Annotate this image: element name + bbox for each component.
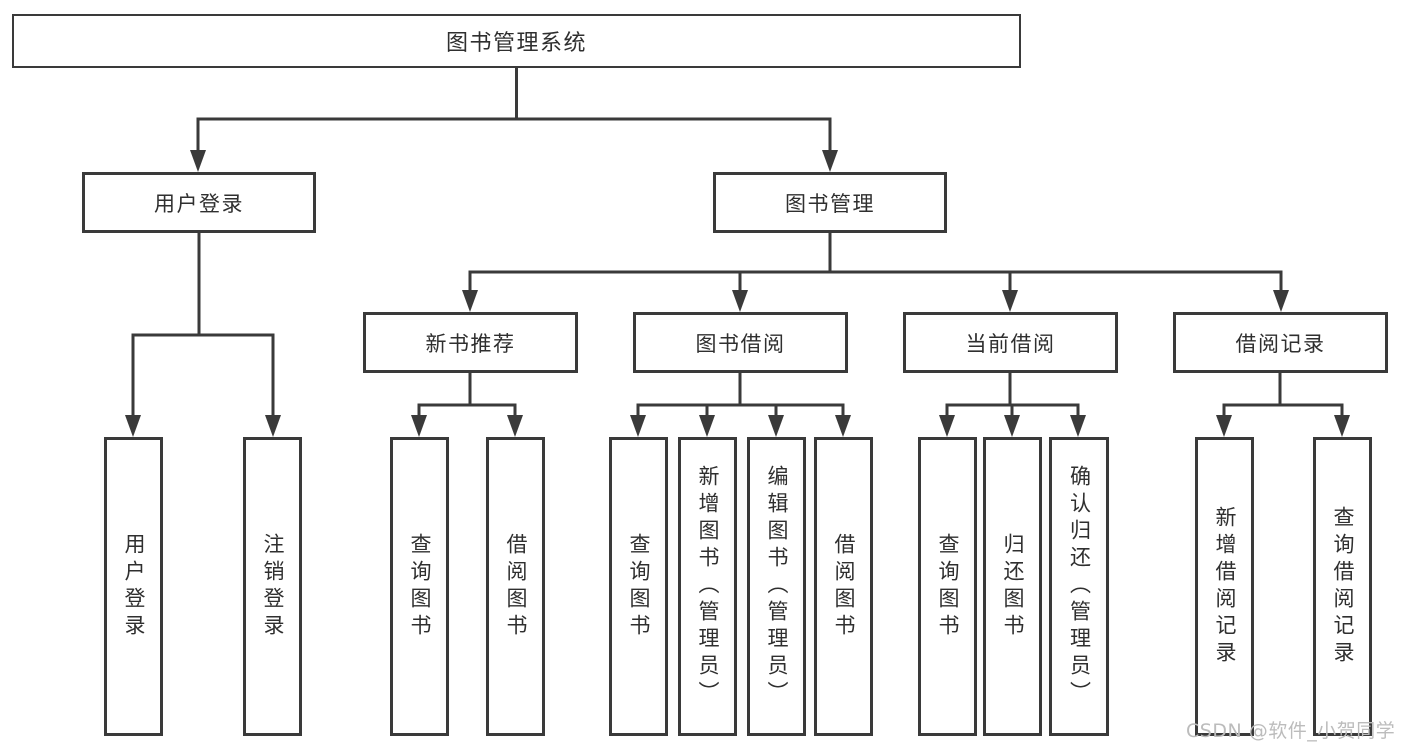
node-label: 确认归还（管理员）: [1067, 465, 1092, 708]
node-borrow-books-borrowing: 借阅图书: [814, 437, 873, 736]
connector-user-login-branch: [131, 231, 275, 417]
node-query-books-current: 查询图书: [918, 437, 977, 736]
node-label: 查询借阅记录: [1331, 505, 1355, 668]
node-user-login: 用户登录: [82, 172, 316, 233]
node-label: 归还图书: [1001, 532, 1025, 641]
node-query-books-borrowing: 查询图书: [609, 437, 668, 736]
arrowhead: [1002, 290, 1018, 312]
arrowhead: [411, 415, 427, 437]
arrowhead: [732, 290, 748, 312]
node-query-books-recommend: 查询图书: [390, 437, 449, 736]
arrowhead: [1334, 415, 1350, 437]
node-user-login-leaf: 用户登录: [104, 437, 163, 736]
arrowhead: [939, 415, 955, 437]
connector-borrowing-record-branch: [1222, 371, 1344, 418]
node-return-books: 归还图书: [983, 437, 1042, 736]
arrowhead: [630, 415, 646, 437]
arrowhead: [1004, 415, 1020, 437]
connector-root-to-level2: [196, 66, 832, 153]
node-label: 借阅图书: [504, 532, 528, 641]
arrowhead: [1273, 290, 1289, 312]
connector-new-book-branch: [417, 371, 517, 418]
node-edit-books-admin: 编辑图书（管理员）: [747, 437, 806, 736]
node-library-management-system: 图书管理系统: [12, 14, 1021, 68]
node-add-borrowing-record: 新增借阅记录: [1195, 437, 1254, 736]
node-current-borrowing: 当前借阅: [903, 312, 1118, 373]
arrowhead: [462, 290, 478, 312]
node-label: 查询图书: [408, 532, 432, 641]
arrowhead: [190, 150, 206, 172]
node-logout-leaf: 注销登录: [243, 437, 302, 736]
arrowhead: [699, 415, 715, 437]
node-confirm-return-admin: 确认归还（管理员）: [1049, 437, 1109, 736]
node-label: 查询图书: [627, 532, 651, 641]
arrowhead: [1070, 415, 1086, 437]
arrowhead: [835, 415, 851, 437]
arrowhead: [125, 415, 141, 437]
node-query-borrowing-record: 查询借阅记录: [1313, 437, 1372, 736]
arrowhead: [768, 415, 784, 437]
node-label: 查询图书: [936, 532, 960, 641]
connector-book-borrowing-branch: [636, 371, 845, 418]
arrowhead: [507, 415, 523, 437]
node-label: 新增图书（管理员）: [696, 465, 720, 708]
node-add-books-admin: 新增图书（管理员）: [678, 437, 737, 736]
arrowhead: [822, 150, 838, 172]
node-label: 注销登录: [261, 532, 285, 641]
arrowhead: [1216, 415, 1232, 437]
node-label: 新增借阅记录: [1213, 505, 1237, 668]
node-book-borrowing: 图书借阅: [633, 312, 848, 373]
node-label: 借阅图书: [832, 532, 856, 641]
node-book-management: 图书管理: [713, 172, 947, 233]
connector-book-management-branch: [468, 231, 1283, 293]
node-borrow-books-recommend: 借阅图书: [486, 437, 545, 736]
arrowhead: [265, 415, 281, 437]
node-label: 编辑图书（管理员）: [765, 465, 789, 708]
watermark: CSDN @软件_小贺同学: [1186, 720, 1396, 742]
node-new-book-recommendation: 新书推荐: [363, 312, 578, 373]
node-label: 用户登录: [122, 532, 146, 641]
connector-current-borrowing-branch: [945, 371, 1080, 418]
node-borrowing-records: 借阅记录: [1173, 312, 1388, 373]
